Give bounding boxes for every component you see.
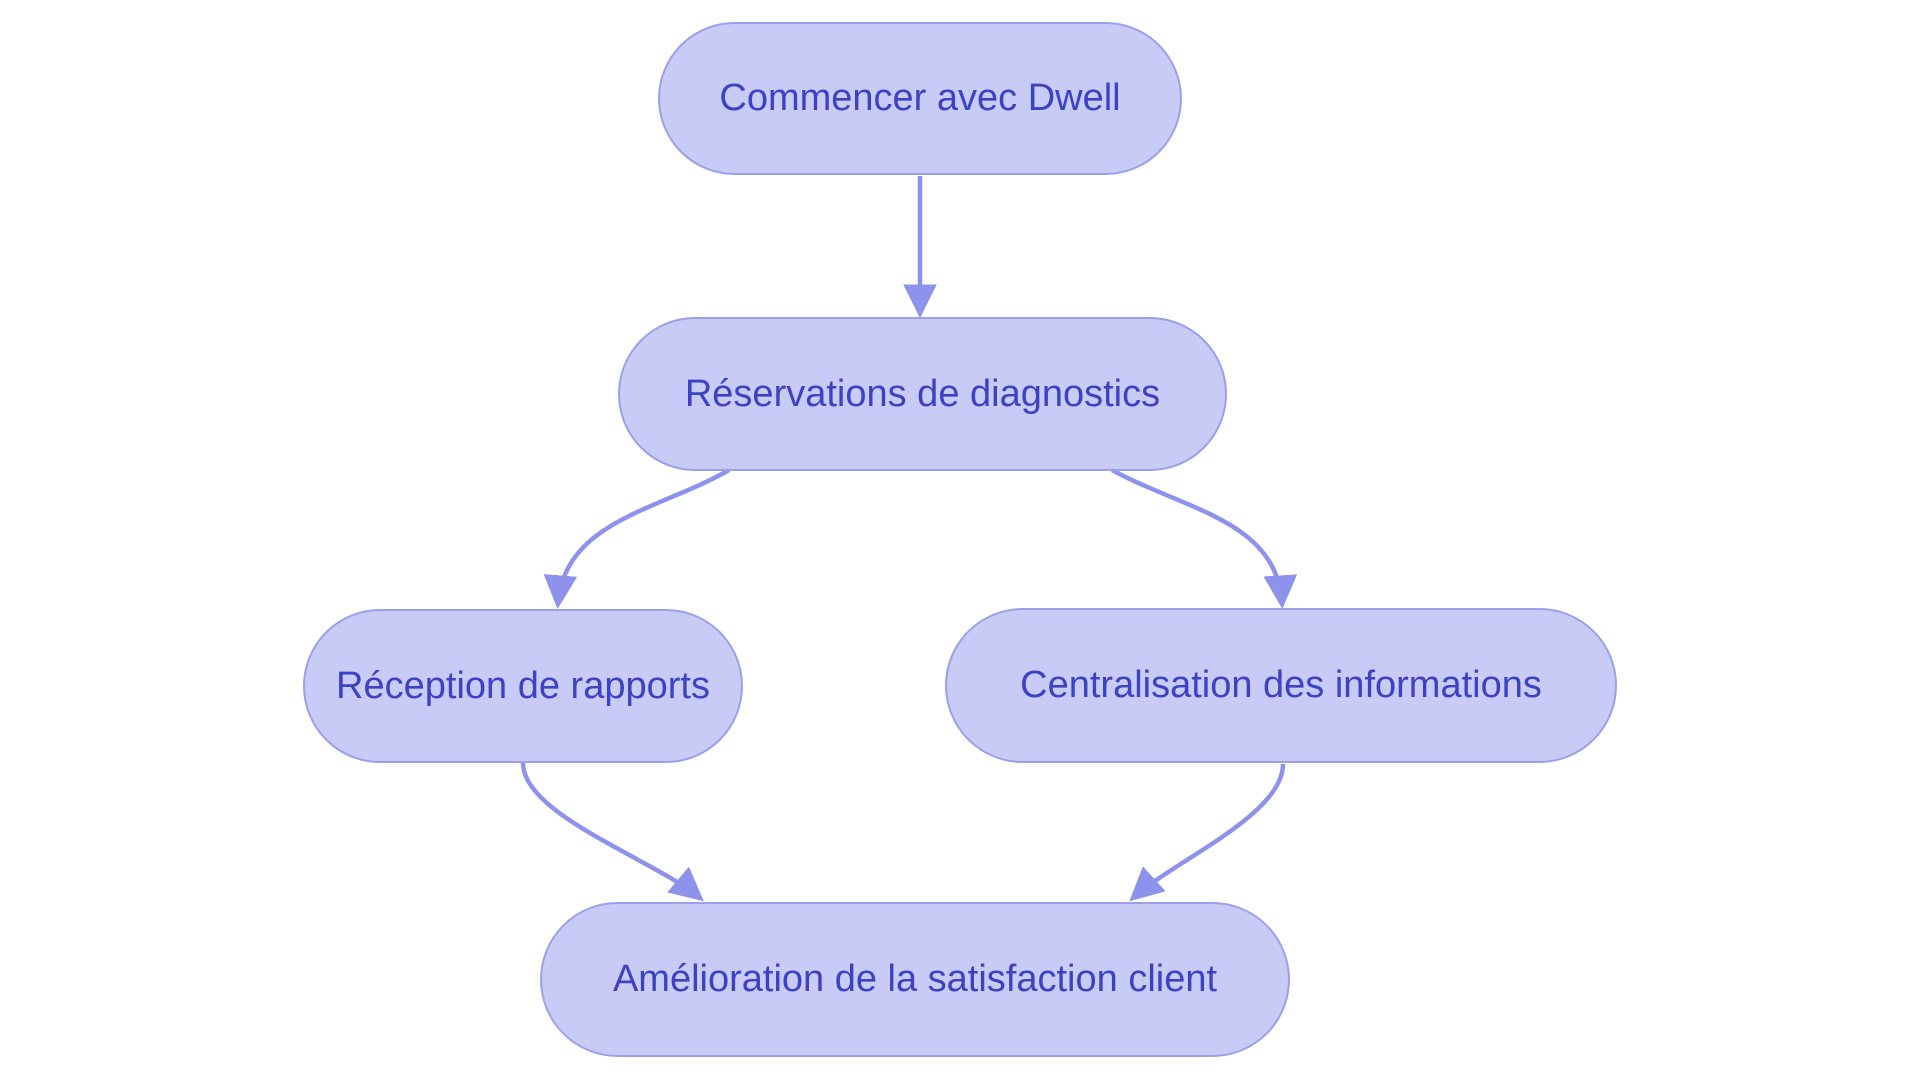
node-amelioration: Amélioration de la satisfaction client [540, 902, 1290, 1057]
node-amelioration-label: Amélioration de la satisfaction client [612, 958, 1218, 1000]
node-reservations-label: Réservations de diagnostics [684, 372, 1161, 415]
edge-reservations-to-reception [543, 468, 731, 610]
edge-centralisation-to-amelioration [1129, 763, 1286, 902]
node-reception-label: Réception de rapports [336, 664, 710, 707]
node-centralisation: Centralisation des informations [945, 608, 1617, 763]
edge-reception-to-amelioration [520, 762, 704, 902]
node-reception: Réception de rapports [303, 609, 743, 763]
edge-reservations-to-centralisation [1110, 468, 1298, 610]
node-reservations: Réservations de diagnostics [618, 317, 1227, 471]
node-start: Commencer avec Dwell [658, 22, 1182, 175]
node-start-label: Commencer avec Dwell [719, 77, 1121, 119]
node-centralisation-label: Centralisation des informations [1020, 664, 1542, 706]
